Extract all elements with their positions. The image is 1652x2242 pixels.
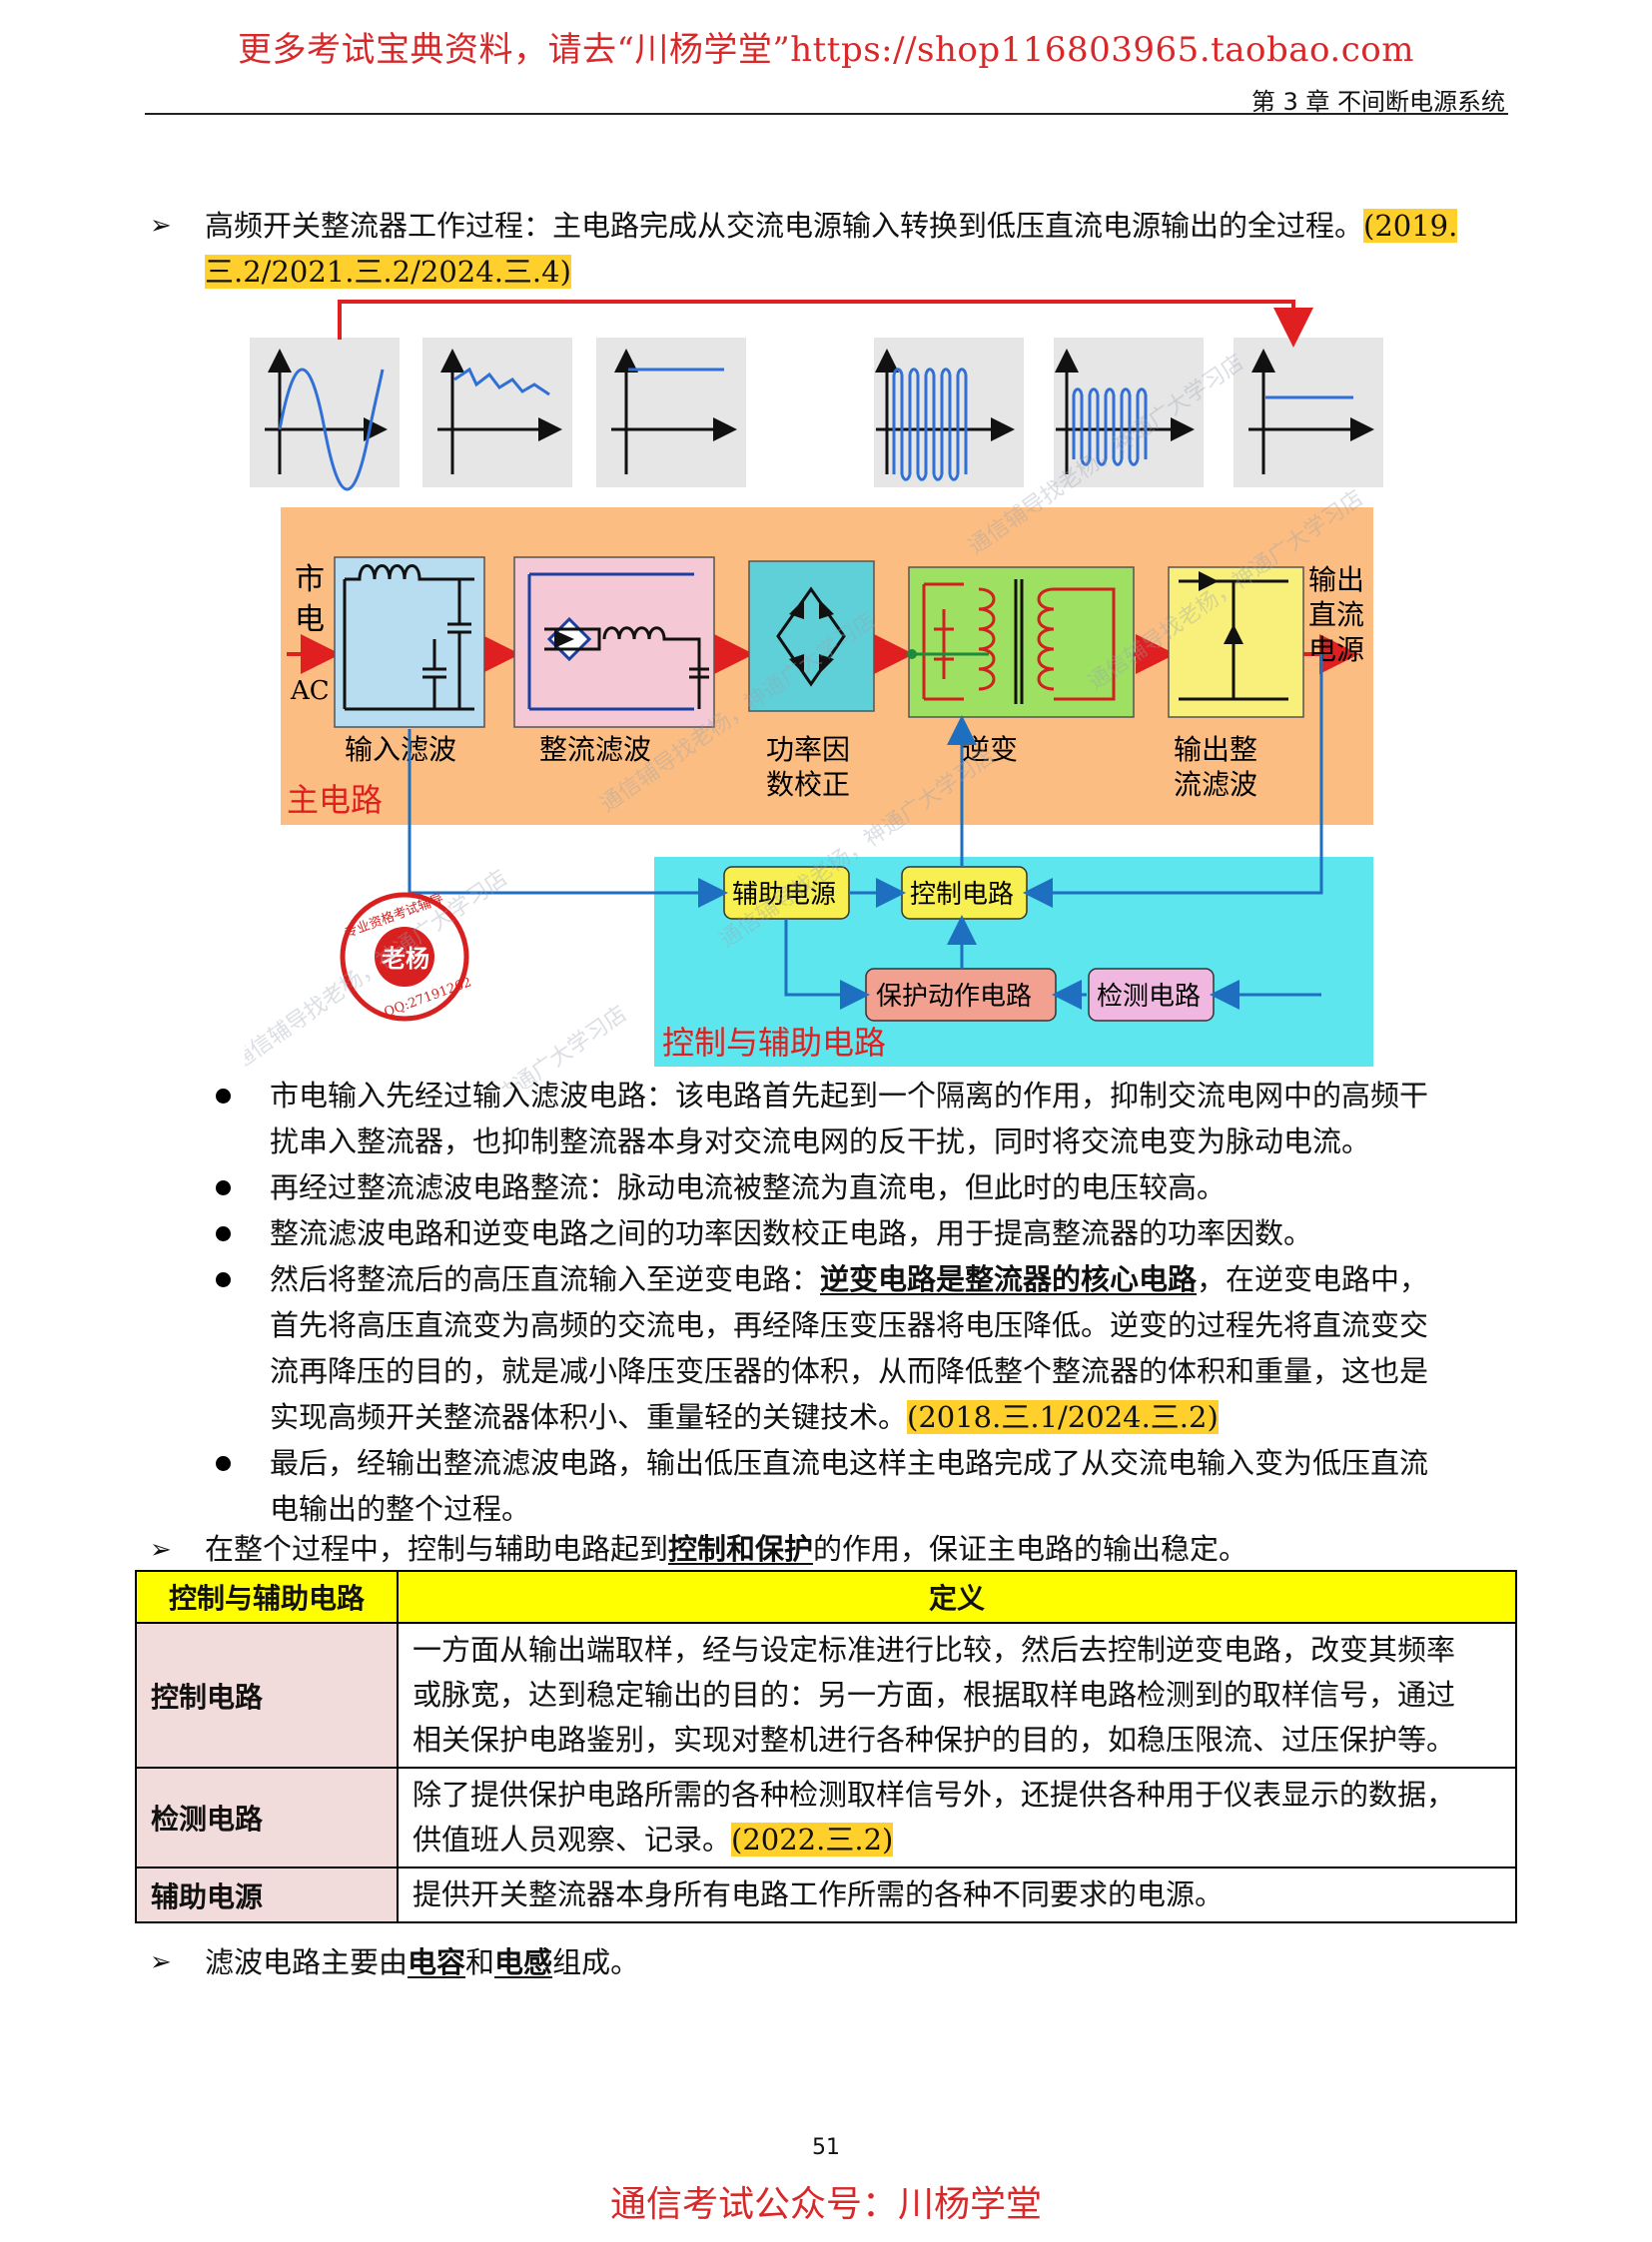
aux-section-label: 控制与辅助电路 bbox=[662, 1024, 886, 1062]
control-label: 控制电路 bbox=[910, 880, 1014, 910]
row-1-line-1: 一方面从输出端取样，经与设定标准进行比较，然后去控制逆变电路，改变其频率 bbox=[413, 1633, 1456, 1667]
bullet-dot bbox=[216, 1226, 231, 1241]
filter-note-c: 和 bbox=[465, 1945, 495, 1979]
output-label-2: 直流 bbox=[1308, 598, 1364, 631]
bullet-dot bbox=[216, 1180, 231, 1195]
aux-power-label: 辅助电源 bbox=[732, 880, 836, 910]
bullet-2-line-1: 再经过整流滤波电路整流：脉动电流被整流为直流电，但此时的电压较高。 bbox=[270, 1170, 1227, 1204]
table-header-row: 控制与辅助电路 定义 bbox=[135, 1570, 1517, 1624]
table-row: 控制电路 一方面从输出端取样，经与设定标准进行比较，然后去控制逆变电路，改变其频… bbox=[135, 1622, 1517, 1769]
row-name: 控制电路 bbox=[135, 1622, 399, 1769]
block-label-output-1: 输出整 bbox=[1174, 733, 1257, 766]
bullet-item-1: 市电输入先经过输入滤波电路：该电路首先起到一个隔离的作用，抑制交流电网中的高频干… bbox=[270, 1073, 1518, 1164]
protection-box: 保护动作电路 bbox=[865, 968, 1057, 1022]
exam-tag: (2019. bbox=[1363, 209, 1458, 243]
row-definition: 除了提供保护电路所需的各种检测取样信号外，还提供各种用于仪表显示的数据， 供值班… bbox=[397, 1767, 1517, 1868]
bullet-item-3: 整流滤波电路和逆变电路之间的功率因数校正电路，用于提高整流器的功率因数。 bbox=[270, 1210, 1518, 1256]
block-label-input-filter: 输入滤波 bbox=[345, 733, 456, 766]
control-circuit-box: 控制电路 bbox=[901, 866, 1028, 920]
process-note-a: 在整个过程中，控制与辅助电路起到 bbox=[205, 1532, 669, 1566]
bullet-item-2: 再经过整流滤波电路整流：脉动电流被整流为直流电，但此时的电压较高。 bbox=[270, 1164, 1518, 1210]
arrow-bullet-icon: ➢ bbox=[150, 1947, 172, 1977]
exam-tag-cont: 三.2/2021.三.2/2024.三.4) bbox=[205, 255, 571, 289]
bullet-5-line-1: 最后，经输出整流滤波电路，输出低压直流电这样主电路完成了从交流电输入变为低压直流 bbox=[270, 1446, 1429, 1480]
bullet-4-line-2: 首先将高压直流变为高频的交流电，再经降压变压器将电压降低。逆变的过程先将直流变交 bbox=[270, 1308, 1429, 1342]
row-name: 辅助电源 bbox=[135, 1867, 399, 1923]
filter-note-a: 滤波电路主要由 bbox=[205, 1945, 409, 1979]
arrow-bullet-icon: ➢ bbox=[150, 211, 172, 241]
bullet-1-line-2: 扰串入整流器，也抑制整流器本身对交流电网的反干扰，同时将交流电变为脉动电流。 bbox=[270, 1124, 1371, 1158]
output-filter-block: 输出整 流滤波 bbox=[1168, 566, 1304, 801]
main-circuit-label: 主电路 bbox=[287, 781, 383, 819]
rectifier-filter-block: 整流滤波 bbox=[513, 556, 715, 766]
bullet-dot bbox=[216, 1456, 231, 1471]
filter-note: 滤波电路主要由电容和电感组成。 bbox=[205, 1939, 1518, 1985]
row-2-line-2: 供值班人员观察、记录。 bbox=[413, 1823, 732, 1857]
row-3-line-1: 提供开关整流器本身所有电路工作所需的各种不同要求的电源。 bbox=[413, 1877, 1225, 1911]
header-divider bbox=[145, 113, 1508, 115]
rectifier-block-diagram: 主电路 市 电 AC 输入滤波 整 bbox=[245, 300, 1383, 1089]
bullet-4-text-c: ，在逆变电路中， bbox=[1197, 1262, 1429, 1296]
output-label-3: 电源 bbox=[1308, 633, 1364, 666]
exam-tag: (2018.三.1/2024.三.2) bbox=[907, 1400, 1219, 1434]
bullet-item-4: 然后将整流后的高压直流输入至逆变电路：逆变电路是整流器的核心电路，在逆变电路中，… bbox=[270, 1256, 1518, 1440]
table-header-name: 控制与辅助电路 bbox=[135, 1570, 399, 1624]
row-definition: 提供开关整流器本身所有电路工作所需的各种不同要求的电源。 bbox=[397, 1867, 1517, 1923]
feedback-arrow bbox=[338, 300, 1313, 348]
bullet-dot bbox=[216, 1089, 231, 1104]
detection-box: 检测电路 bbox=[1088, 968, 1215, 1022]
table-row: 辅助电源 提供开关整流器本身所有电路工作所需的各种不同要求的电源。 bbox=[135, 1867, 1517, 1923]
waveform-panels bbox=[250, 338, 1383, 491]
detection-label: 检测电路 bbox=[1097, 982, 1201, 1012]
bullet-dot bbox=[216, 1272, 231, 1287]
process-note-key: 控制和保护 bbox=[668, 1532, 814, 1566]
block-label-pfc-1: 功率因 bbox=[766, 733, 850, 766]
bullet-3-line-1: 整流滤波电路和逆变电路之间的功率因数校正电路，用于提高整流器的功率因数。 bbox=[270, 1216, 1313, 1250]
block-label-pfc-2: 数校正 bbox=[766, 768, 850, 801]
bottom-banner: 通信考试公众号：川杨学堂 bbox=[609, 2184, 1042, 2225]
filter-note-e: 组成。 bbox=[552, 1945, 640, 1979]
exam-tag: (2022.三.2) bbox=[731, 1823, 894, 1857]
input-label-3: AC bbox=[290, 676, 330, 706]
bullet-4-text-a: 然后将整流后的高压直流输入至逆变电路： bbox=[270, 1262, 821, 1296]
filter-note-capacitor: 电容 bbox=[408, 1945, 466, 1979]
output-label-1: 输出 bbox=[1308, 563, 1364, 596]
table-row: 检测电路 除了提供保护电路所需的各种检测取样信号外，还提供各种用于仪表显示的数据… bbox=[135, 1767, 1517, 1868]
protection-label: 保护动作电路 bbox=[876, 982, 1032, 1012]
top-banner: 更多考试宝典资料，请去“川杨学堂”https://shop116803965.t… bbox=[237, 30, 1414, 70]
bullet-4-key-phrase: 逆变电路是整流器的核心电路 bbox=[820, 1262, 1198, 1296]
process-note: 在整个过程中，控制与辅助电路起到控制和保护的作用，保证主电路的输出稳定。 bbox=[205, 1526, 1518, 1572]
inverter-block: 逆变 bbox=[907, 566, 1135, 766]
intro-text: 高频开关整流器工作过程：主电路完成从交流电源输入转换到低压直流电源输出的全过程。 bbox=[205, 209, 1364, 243]
pfc-block: 功率因 数校正 bbox=[748, 560, 875, 801]
stamp-center-text: 老杨 bbox=[382, 944, 429, 973]
block-label-output-2: 流滤波 bbox=[1174, 768, 1257, 801]
input-label-2: 电 bbox=[295, 602, 325, 637]
input-label-1: 市 bbox=[295, 562, 325, 597]
svg-text:通信辅导找老杨，神通广大学习店: 通信辅导找老杨，神通广大学习店 bbox=[245, 866, 512, 1076]
row-definition: 一方面从输出端取样，经与设定标准进行比较，然后去控制逆变电路，改变其频率 或脉宽… bbox=[397, 1622, 1517, 1769]
table-header-definition: 定义 bbox=[397, 1570, 1517, 1624]
bullet-4-line-4: 实现高频开关整流器体积小、重量轻的关键技术。 bbox=[270, 1400, 908, 1434]
bullet-1-line-1: 市电输入先经过输入滤波电路：该电路首先起到一个隔离的作用，抑制交流电网中的高频干 bbox=[270, 1079, 1429, 1113]
intro-paragraph: 高频开关整流器工作过程：主电路完成从交流电源输入转换到低压直流电源输出的全过程。… bbox=[205, 203, 1518, 295]
chapter-title: 第 3 章 不间断电源系统 bbox=[1250, 88, 1505, 116]
page-number: 51 bbox=[812, 2135, 840, 2160]
definition-table: 控制与辅助电路 定义 控制电路 一方面从输出端取样，经与设定标准进行比较，然后去… bbox=[135, 1570, 1517, 1923]
process-note-c: 的作用，保证主电路的输出稳定。 bbox=[813, 1532, 1248, 1566]
bullet-4-line-3: 流再降压的目的，就是减小降压变压器的体积，从而降低整个整流器的体积和重量，这也是 bbox=[270, 1354, 1429, 1388]
row-1-line-2: 或脉宽，达到稳定输出的目的：另一方面，根据取样电路检测到的取样信号，通过 bbox=[413, 1678, 1456, 1712]
input-filter-block: 输入滤波 bbox=[334, 556, 485, 766]
bullet-5-line-2: 电输出的整个过程。 bbox=[270, 1492, 531, 1526]
row-2-line-1: 除了提供保护电路所需的各种检测取样信号外，还提供各种用于仪表显示的数据， bbox=[413, 1778, 1456, 1812]
bullet-item-5: 最后，经输出整流滤波电路，输出低压直流电这样主电路完成了从交流电输入变为低压直流… bbox=[270, 1440, 1518, 1532]
row-1-line-3: 相关保护电路鉴别，实现对整机进行各种保护的目的，如稳压限流、过压保护等。 bbox=[413, 1723, 1456, 1757]
block-label-rectifier-filter: 整流滤波 bbox=[539, 733, 651, 766]
filter-note-inductor: 电感 bbox=[494, 1945, 553, 1979]
arrow-bullet-icon: ➢ bbox=[150, 1535, 172, 1565]
row-name: 检测电路 bbox=[135, 1767, 399, 1868]
